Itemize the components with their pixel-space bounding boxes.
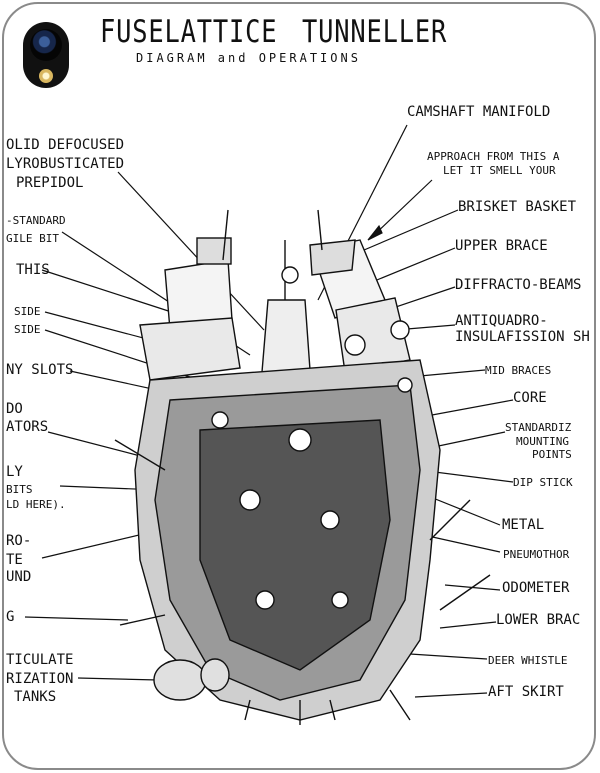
label-ld-here: LD HERE). <box>6 498 66 511</box>
camera-lens-icon <box>30 29 62 61</box>
label-diffracto-beams: DIFFRACTO-BEAMS <box>455 277 582 293</box>
label-standard: -STANDARD <box>6 214 66 227</box>
label-odometer: ODOMETER <box>502 580 570 596</box>
label-dip-stick: DIP STICK <box>513 476 573 489</box>
label-brisket-basket: BRISKET BASKET <box>458 199 577 215</box>
label-g: G <box>6 609 15 625</box>
label-bits: BITS <box>6 483 33 496</box>
label-antiquadro-2: INSULAFISSION SH <box>455 329 590 345</box>
label-mounting: MOUNTING <box>516 435 569 448</box>
label-ly: LY <box>6 464 23 480</box>
title-left: FUSELATTICE <box>100 14 278 50</box>
label-aft-skirt: AFT SKIRT <box>488 684 564 700</box>
label-camshaft-manifold: CAMSHAFT MANIFOLD <box>407 104 551 120</box>
label-pneumothor: PNEUMOTHOR <box>503 548 570 561</box>
label-ro: RO- <box>6 533 32 549</box>
label-upper-brace: UPPER BRACE <box>455 238 548 254</box>
label-tanks: TANKS <box>14 689 57 705</box>
label-defocused-1: OLID DEFOCUSED <box>6 137 125 153</box>
label-mid-braces: MID BRACES <box>485 364 552 377</box>
camera-module <box>23 22 69 88</box>
label-core: CORE <box>513 390 547 406</box>
label-ticulate: TICULATE <box>6 652 74 668</box>
label-antiquadro-1: ANTIQUADRO- <box>455 313 548 329</box>
camera-flash-icon <box>39 69 53 83</box>
label-side-2: SIDE <box>14 323 41 336</box>
subtitle: DIAGRAM and OPERATIONS <box>136 51 361 65</box>
label-do: DO <box>6 401 23 417</box>
label-this: THIS <box>16 262 50 278</box>
label-metal: METAL <box>502 517 545 533</box>
label-ators: ATORS <box>6 419 49 435</box>
title-right: TUNNELLER <box>302 14 448 50</box>
label-te: TE <box>6 552 23 568</box>
label-approach-1: APPROACH FROM THIS A <box>427 150 560 163</box>
label-standardiz: STANDARDIZ <box>505 421 572 434</box>
label-gile-bit: GILE BIT <box>6 232 59 245</box>
label-defocused-2: LYROBUSTICATED <box>6 156 125 172</box>
label-defocused-3: PREPIDOL <box>16 175 84 191</box>
label-rization: RIZATION <box>6 671 74 687</box>
label-deer-whistle: DEER WHISTLE <box>488 654 568 667</box>
label-und: UND <box>6 569 32 585</box>
label-side-1: SIDE <box>14 305 41 318</box>
label-approach-2: LET IT SMELL YOUR <box>443 164 556 177</box>
label-points: POINTS <box>532 448 572 461</box>
label-lower-brace: LOWER BRAC <box>496 612 581 628</box>
machine-body <box>114 209 491 725</box>
label-slots: NY SLOTS <box>6 362 74 378</box>
